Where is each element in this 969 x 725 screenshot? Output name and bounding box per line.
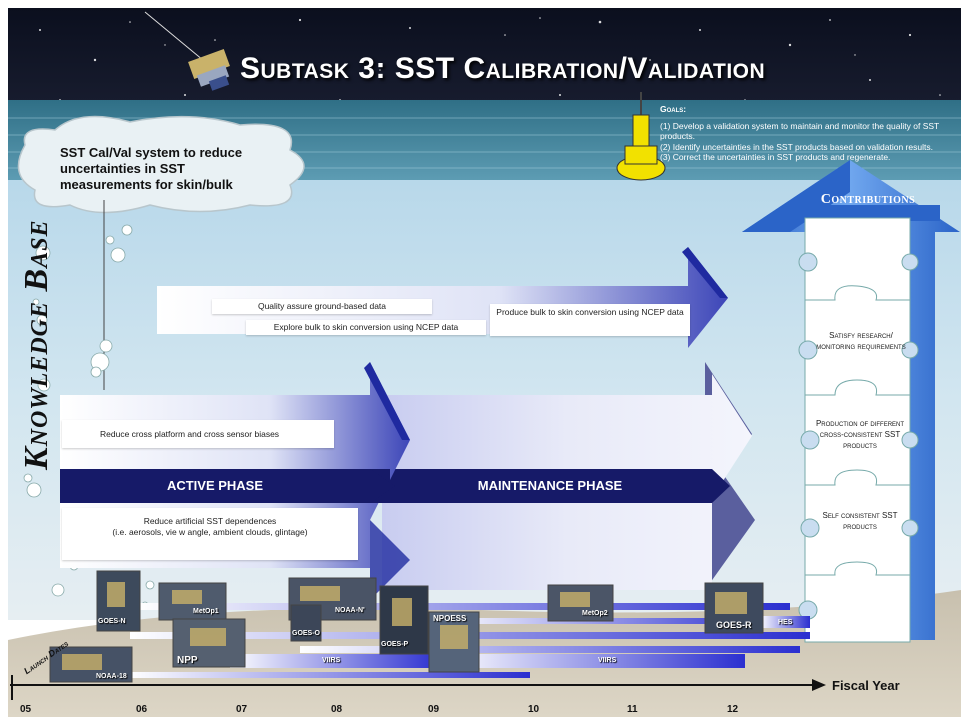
task-produce-bulk: Produce bulk to skin conversion using NC…	[490, 304, 690, 336]
tick-12: 12	[727, 704, 739, 715]
tick-08: 08	[331, 704, 343, 715]
goal-item-2: (2) Identify uncertainties in the SST pr…	[660, 141, 933, 152]
goals-heading: Goals:	[660, 104, 687, 114]
fiscal-year-label: Fiscal Year	[832, 678, 900, 693]
sat-metop2: MetOp2	[582, 610, 608, 617]
contribution-item-2: Production of different cross-consistent…	[815, 419, 905, 450]
task-reduce-cross: Reduce cross platform and cross sensor b…	[62, 420, 334, 448]
sat-metop1: MetOp1	[193, 608, 219, 615]
task-reduce-artificial: Reduce artificial SST dependences (i.e. …	[62, 508, 358, 560]
sat-viirs-2: VIIRS	[598, 657, 617, 664]
contribution-item-3: Self consistent SST products	[822, 511, 898, 531]
task-explore-bulk: Explore bulk to skin conversion using NC…	[246, 320, 486, 335]
sat-goes-o: GOES-O	[292, 630, 321, 637]
tick-10: 10	[528, 704, 540, 715]
goal-item-3: (3) Correct the uncertainties in SST pro…	[660, 152, 891, 162]
contribution-item-1: Satisfy research/ monitoring requirement…	[816, 331, 906, 351]
sat-npp: NPP	[177, 655, 198, 666]
goal-item-1: (1) Develop a validation system to maint…	[660, 120, 940, 142]
sat-hes: HES	[778, 619, 793, 626]
tick-07: 07	[236, 704, 248, 715]
slide-title: Subtask 3: SST Calibration/Validation	[240, 52, 766, 85]
sat-goes-n: GOES-N	[98, 618, 126, 625]
sat-viirs-1: VIIRS	[322, 657, 341, 664]
sat-noaa-n: NOAA-N'	[335, 607, 365, 614]
sat-npoess: NPOESS	[433, 614, 467, 623]
cloud-caption: SST Cal/Val system to reduce uncertainti…	[60, 145, 243, 192]
sat-goes-p: GOES-P	[381, 641, 409, 648]
task-reduce-artificial-line2: (i.e. aerosols, vie w angle, ambient clo…	[112, 527, 308, 537]
active-phase-label: ACTIVE PHASE	[166, 478, 264, 493]
tick-09: 09	[428, 704, 440, 715]
contributions-heading: Contributions	[820, 192, 916, 207]
knowledge-base-label: Knowledge Base	[18, 219, 55, 470]
sat-noaa-18: NOAA-18	[96, 673, 127, 680]
goals-panel: Goals: (1) Develop a validation system t…	[660, 104, 950, 163]
tick-05: 05	[20, 704, 32, 715]
task-reduce-artificial-line1: Reduce artificial SST dependences	[143, 516, 277, 526]
sat-goes-r: GOES-R	[716, 620, 752, 630]
tick-11: 11	[627, 704, 638, 715]
tick-06: 06	[136, 704, 148, 715]
task-quality-assure: Quality assure ground-based data	[212, 299, 432, 314]
maintenance-phase-label: MAINTENANCE PHASE	[477, 478, 623, 493]
